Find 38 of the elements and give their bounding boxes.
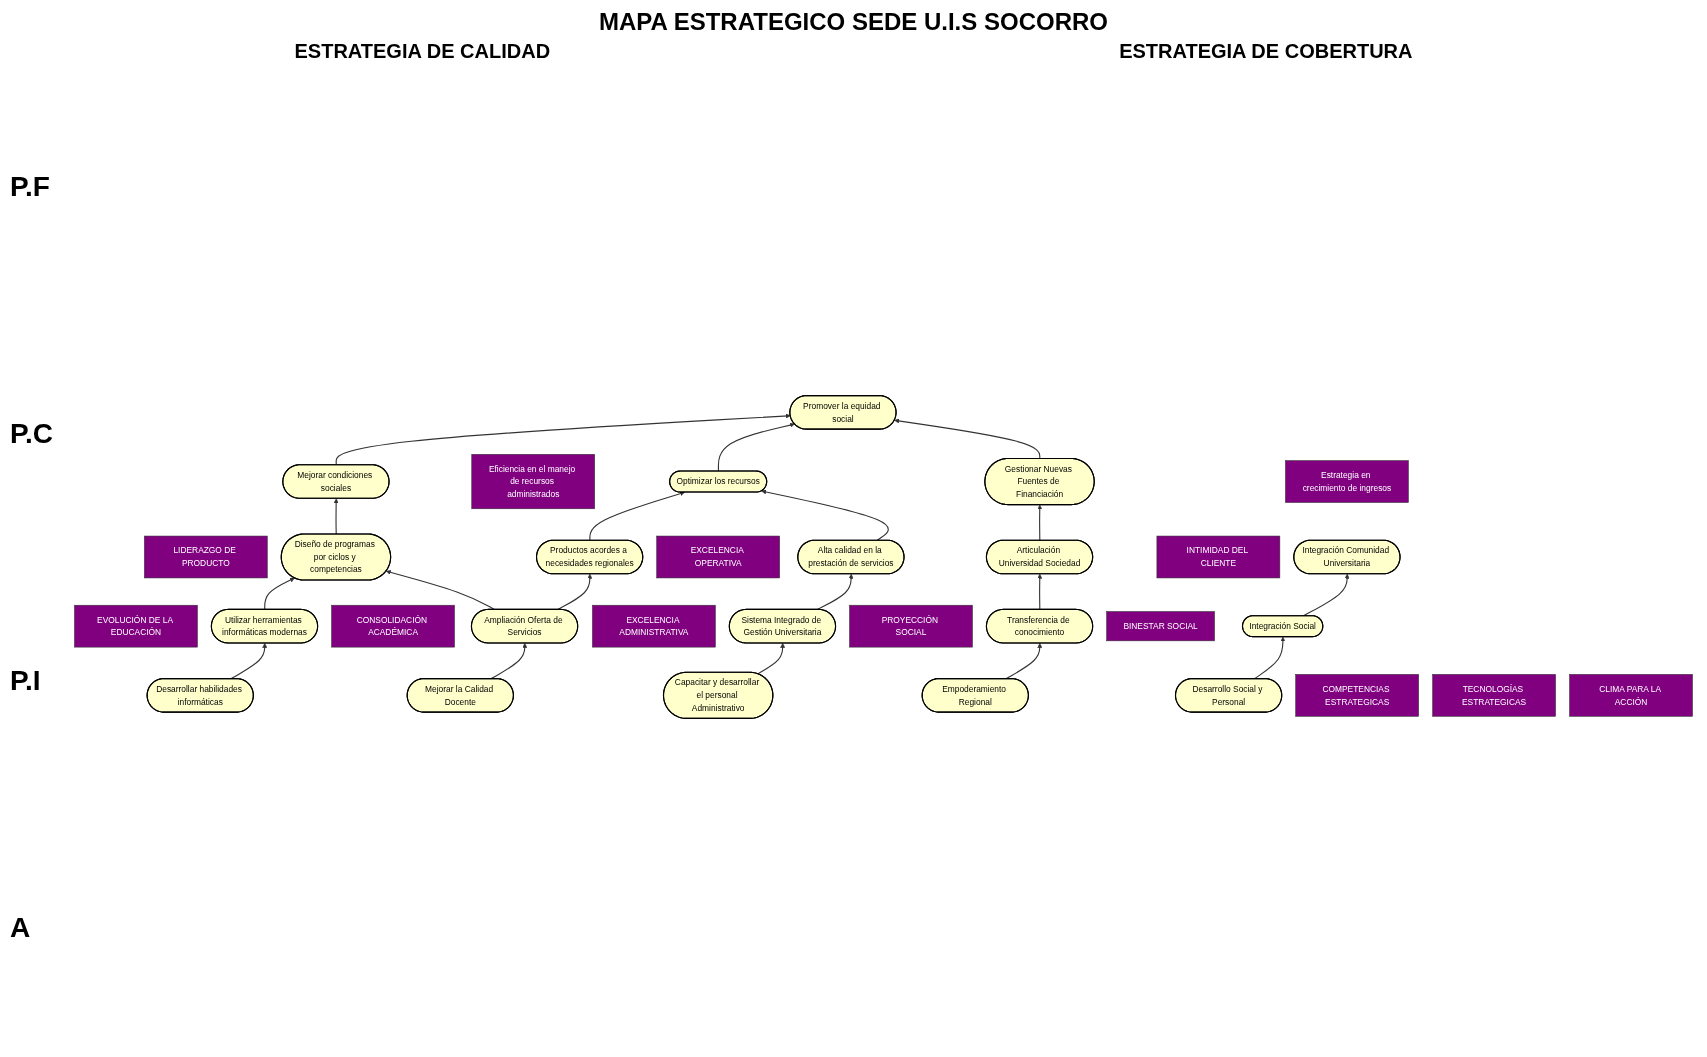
node-box: INTIMIDAD DEL CLIENTE bbox=[1156, 535, 1281, 579]
arrow bbox=[894, 418, 1041, 460]
column-heading: ESTRATEGIA DE CALIDAD bbox=[294, 40, 551, 63]
node-box: Estrategia en crecimiento de ingresos bbox=[1285, 460, 1409, 503]
row-label: A bbox=[10, 911, 32, 944]
arrow bbox=[230, 643, 268, 680]
arrow bbox=[717, 422, 795, 472]
arrow bbox=[264, 577, 295, 611]
arrow bbox=[333, 498, 339, 535]
arrow bbox=[1253, 636, 1286, 680]
node-box: Eficiencia en el manejo de recursos administrados bbox=[471, 454, 595, 510]
arrow bbox=[1005, 643, 1043, 680]
row-label: P.C bbox=[10, 417, 55, 450]
arrow bbox=[556, 573, 593, 611]
node-box: CONSOLIDACIÓN ACADÉMICA bbox=[331, 604, 455, 648]
arrow bbox=[816, 573, 854, 611]
node-box: CLIMA PARA LA ACCIÓN bbox=[1569, 674, 1693, 717]
arrow bbox=[1302, 573, 1350, 617]
arrow bbox=[386, 569, 496, 611]
node-box: EVOLUCIÓN DE LA EDUCACIÓN bbox=[74, 604, 198, 648]
row-label: P.I bbox=[10, 664, 42, 697]
node-box: BINESTAR SOCIAL bbox=[1106, 611, 1215, 642]
node-box: LIDERAZGO DE PRODUCTO bbox=[144, 535, 268, 579]
node-box: PROYECCIÓN SOCIAL bbox=[849, 604, 973, 648]
arrow bbox=[761, 489, 889, 542]
arrow bbox=[1037, 504, 1043, 542]
column-heading: ESTRATEGIA DE COBERTURA bbox=[1119, 40, 1413, 63]
arrow bbox=[757, 643, 786, 675]
node-box: TECNOLOGÍAS ESTRATEGICAS bbox=[1432, 674, 1556, 717]
arrow bbox=[589, 491, 685, 542]
row-label: P.F bbox=[10, 170, 51, 203]
node-box: EXCELENCIA OPERATIVA bbox=[656, 535, 780, 579]
arrow bbox=[490, 643, 528, 680]
arrow bbox=[1037, 573, 1043, 611]
node-box: COMPETENCIAS ESTRATEGICAS bbox=[1295, 674, 1419, 717]
diagram-title: MAPA ESTRATEGICO SEDE U.I.S SOCORRO bbox=[598, 8, 1109, 36]
arrow bbox=[335, 413, 791, 466]
node-box: EXCELENCIA ADMINISTRATIVA bbox=[592, 604, 716, 648]
